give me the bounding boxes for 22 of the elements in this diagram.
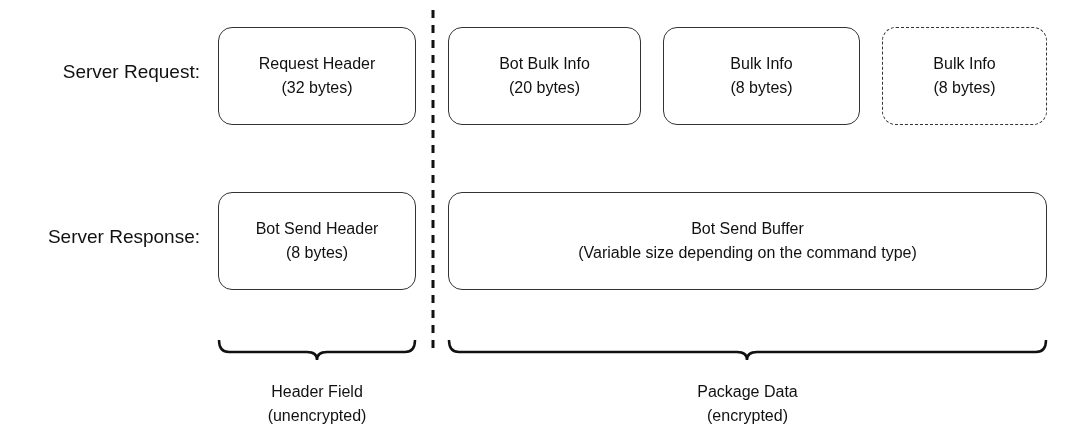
field-box <box>448 27 641 125</box>
field-name: Bot Send Header <box>255 219 379 239</box>
field-name: Bot Send Buffer <box>691 219 804 239</box>
field-name: Bulk Info <box>730 54 793 74</box>
field-name: Bulk Info <box>933 54 996 74</box>
field-name: Request Header <box>258 54 376 74</box>
brace-label: Header Field (unencrypted) <box>266 382 368 426</box>
brace-label: Package Data (encrypted) <box>696 382 799 426</box>
row-label: Server Request: <box>61 60 200 84</box>
field-box <box>218 192 416 290</box>
field-box <box>663 27 860 125</box>
field-size: (8 bytes) <box>285 243 349 263</box>
field-size: (8 bytes) <box>933 78 996 98</box>
field-size: (20 bytes) <box>508 78 581 98</box>
field-size: (Variable size depending on the command type) <box>578 243 917 263</box>
field-size: (32 bytes) <box>281 78 353 98</box>
field-box <box>218 27 416 125</box>
row-label: Server Response: <box>46 225 200 249</box>
optional-field-box <box>882 27 1047 125</box>
field-size: (8 bytes) <box>730 78 793 98</box>
field-name: Bot Bulk Info <box>499 54 590 74</box>
field-box <box>448 192 1047 290</box>
